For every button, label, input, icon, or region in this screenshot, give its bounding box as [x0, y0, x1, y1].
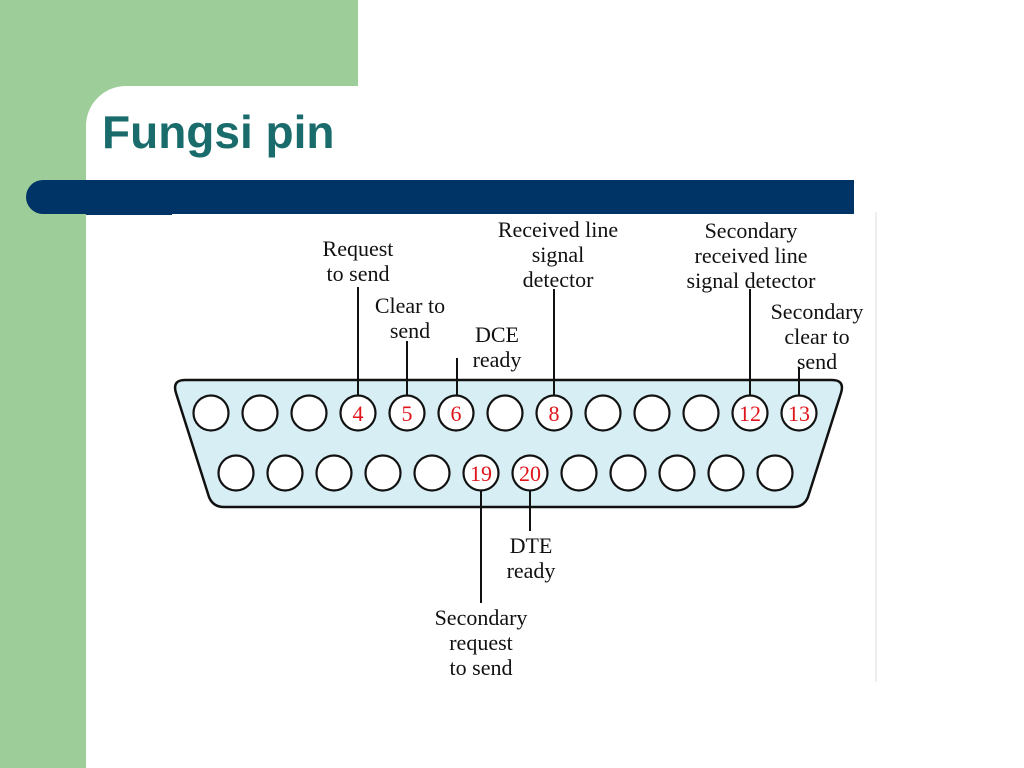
pin-number-8: 8	[549, 401, 560, 426]
pin-hole	[364, 454, 402, 492]
pin-hole	[290, 394, 328, 432]
pin-hole	[658, 454, 696, 492]
pin-label-6: ready	[473, 347, 522, 372]
pin-label-13: clear to	[784, 324, 849, 349]
pin-hole	[217, 454, 255, 492]
pin-hole	[609, 454, 647, 492]
pin-number-5: 5	[402, 401, 413, 426]
pin-label-12: signal detector	[687, 268, 817, 293]
pin-hole	[486, 394, 524, 432]
pin-hole	[584, 394, 622, 432]
pin-label-8: signal	[532, 242, 585, 267]
pin-label-8: detector	[523, 267, 595, 292]
pin-hole	[756, 454, 794, 492]
pin-hole	[682, 394, 720, 432]
pin-hole	[707, 454, 745, 492]
slide-title: Fungsi pin	[102, 106, 335, 158]
pin-hole	[315, 454, 353, 492]
pin-hole	[241, 394, 279, 432]
pin-label-5: send	[390, 318, 430, 343]
pin-hole	[266, 454, 304, 492]
pin-hole	[633, 394, 671, 432]
pin-label-19: request	[449, 630, 513, 655]
pin-number-4: 4	[353, 401, 364, 426]
pin-hole	[560, 454, 598, 492]
pin-label-12: Secondary	[705, 218, 798, 243]
pin-label-19: Secondary	[435, 605, 528, 630]
pin-label-8: Received line	[498, 217, 618, 242]
top-pin-row: 4 5 6 8 12 13	[192, 394, 818, 432]
pin-label-4: Request	[323, 236, 394, 261]
pin-hole	[192, 394, 230, 432]
title-underline-tail	[86, 212, 172, 215]
pin-number-19: 19	[470, 461, 492, 486]
pin-label-13: Secondary	[771, 299, 864, 324]
pin-label-4: to send	[327, 261, 390, 286]
pin-label-6: DCE	[475, 322, 519, 347]
pin-label-19: to send	[450, 655, 513, 680]
pin-label-5: Clear to	[375, 293, 445, 318]
pin-label-20: DTE	[510, 533, 553, 558]
pin-number-13: 13	[788, 401, 810, 426]
pin-number-20: 20	[519, 461, 541, 486]
pin-label-12: received line	[695, 243, 808, 268]
label-leader-lines	[357, 287, 800, 603]
title-underline-bar	[26, 180, 854, 214]
pin-label-20: ready	[507, 558, 556, 583]
pin-number-6: 6	[451, 401, 462, 426]
pin-label-13: send	[797, 349, 837, 374]
pin-hole	[413, 454, 451, 492]
pin-number-12: 12	[739, 401, 761, 426]
